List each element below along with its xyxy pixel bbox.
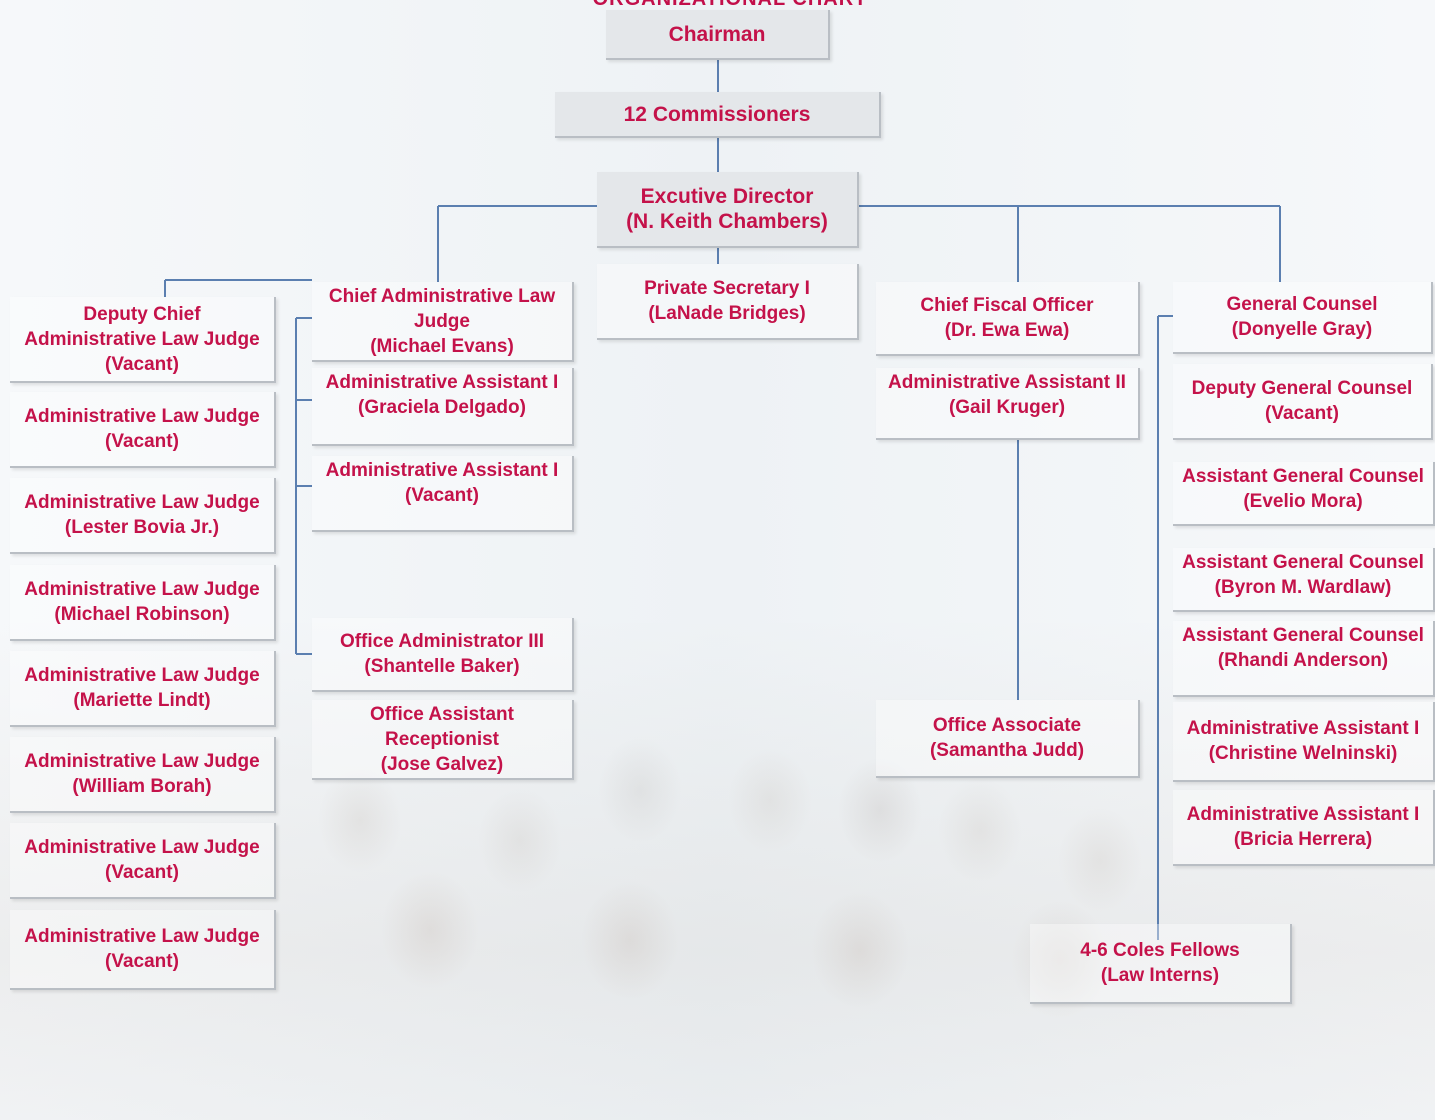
node-alj-5: Administrative Law Judge (William Borah) [10,737,276,813]
node-office-asst: Office Assistant Receptionist (Jose Galv… [312,700,574,780]
node-agc-mora: Assistant General Counsel (Evelio Mora) [1173,462,1435,526]
node-agc-anderson: Assistant General Counsel (Rhandi Anders… [1173,621,1435,697]
node-agc-wardlaw: Assistant General Counsel (Byron M. Ward… [1173,548,1435,612]
node-aa-welninski: Administrative Assistant I (Christine We… [1173,702,1435,782]
node-office-admin: Office Administrator III (Shantelle Bake… [312,618,574,692]
node-admin-asst-delgado: Administrative Assistant I (Graciela Del… [312,368,574,446]
node-deputy-gc: Deputy General Counsel (Vacant) [1173,364,1433,440]
node-alj-7: Administrative Law Judge (Vacant) [10,910,276,990]
node-admin-asst-vacant: Administrative Assistant I (Vacant) [312,456,574,532]
node-chief-alj: Chief Administrative Law Judge (Michael … [312,282,574,362]
node-executive-director: Excutive Director (N. Keith Chambers) [597,172,859,248]
node-alj-6: Administrative Law Judge (Vacant) [10,823,276,899]
node-aa-herrera: Administrative Assistant I (Bricia Herre… [1173,790,1435,866]
node-alj-2: Administrative Law Judge (Lester Bovia J… [10,478,276,554]
node-general-counsel: General Counsel (Donyelle Gray) [1173,282,1433,354]
node-admin-asst-ii: Administrative Assistant II (Gail Kruger… [876,368,1140,440]
node-deputy-chief-alj: Deputy Chief Administrative Law Judge (V… [10,297,276,383]
node-coles-fellows: 4-6 Coles Fellows (Law Interns) [1030,924,1292,1004]
node-alj-3: Administrative Law Judge (Michael Robins… [10,565,276,641]
chart-title: ORGANIZATIONAL CHART [430,0,1030,11]
node-alj-1: Administrative Law Judge (Vacant) [10,392,276,468]
node-office-associate: Office Associate (Samantha Judd) [876,700,1140,778]
node-alj-4: Administrative Law Judge (Mariette Lindt… [10,651,276,727]
node-chief-fiscal: Chief Fiscal Officer (Dr. Ewa Ewa) [876,282,1140,356]
node-commissioners: 12 Commissioners [555,92,881,138]
node-chairman: Chairman [606,10,830,60]
node-private-secretary: Private Secretary I (LaNade Bridges) [597,264,859,340]
